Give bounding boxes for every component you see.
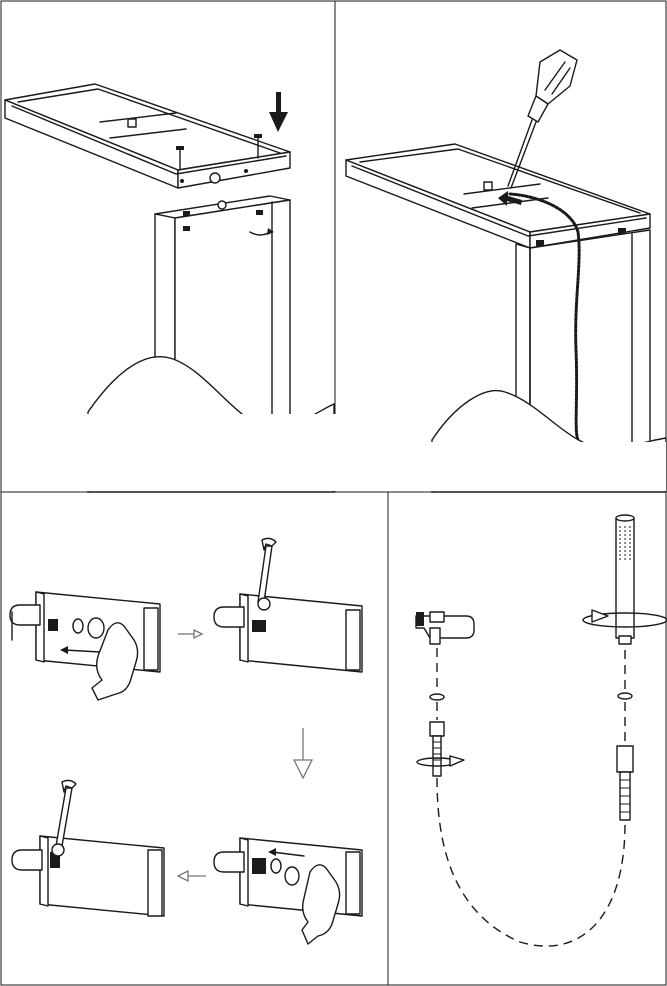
step-3c: [213, 837, 363, 945]
screw-icon: [254, 134, 262, 159]
hand-icon: [301, 864, 341, 945]
step-2-panel: [345, 49, 667, 493]
left-arrow-icon: [498, 191, 522, 206]
wrench-icon: [257, 537, 277, 611]
step-3d: [11, 779, 165, 917]
step-3-panel: [9, 537, 363, 945]
top-tray: [4, 83, 291, 189]
hose-connector: [616, 745, 634, 821]
step-3a: [9, 591, 161, 701]
wall-bracket-icon: [415, 611, 475, 645]
rotate-icon: [582, 609, 667, 628]
rotate-icon: [416, 755, 465, 767]
connector-bolt: [429, 721, 445, 777]
hose-icon: [508, 192, 581, 442]
step-4-panel: [415, 514, 667, 947]
screw-icon: [176, 146, 184, 171]
right-arrow-icon: [178, 628, 204, 640]
cabinet-side: [515, 228, 651, 453]
rotate-icon: [249, 228, 274, 236]
wrench-icon: [51, 779, 77, 857]
washer-icon: [429, 693, 445, 701]
step-3b: [213, 537, 363, 673]
hose-icon: [436, 777, 626, 947]
hand-icon: [91, 622, 139, 701]
hand-shower-icon: [615, 514, 635, 645]
left-arrow-icon: [176, 869, 206, 883]
down-arrow-icon: [269, 92, 288, 132]
down-arrow-icon: [292, 728, 314, 780]
washer-icon: [617, 692, 633, 700]
top-tray: [345, 143, 651, 249]
step-1-panel: [4, 83, 336, 493]
screwdriver-icon: [507, 49, 578, 189]
